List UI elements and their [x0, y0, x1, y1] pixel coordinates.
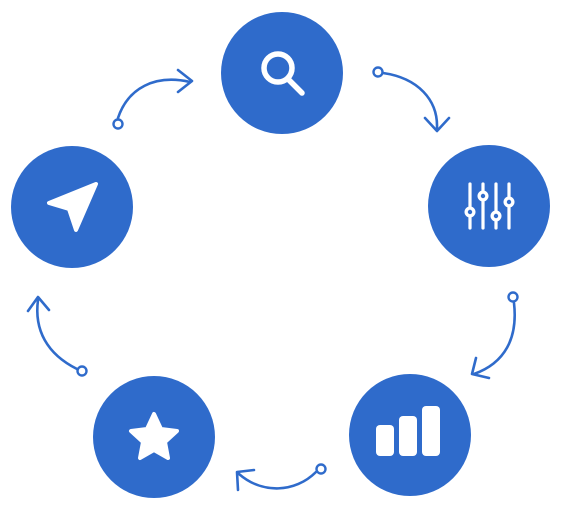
navigation-arrow-icon [47, 182, 98, 232]
connector-star-to-navigation [26, 295, 88, 377]
node-bar-chart [349, 374, 471, 496]
connector-barchart-to-star [235, 463, 327, 492]
connector-search-to-sliders [372, 66, 451, 133]
connector-navigation-to-search [112, 68, 194, 130]
star-icon [129, 412, 179, 460]
node-star [93, 376, 215, 498]
node-search [221, 12, 343, 134]
bar-chart-icon [376, 406, 440, 456]
connector-sliders-to-barchart [470, 291, 519, 380]
node-navigation [11, 146, 133, 268]
node-sliders [428, 145, 550, 267]
search-icon [261, 51, 305, 96]
